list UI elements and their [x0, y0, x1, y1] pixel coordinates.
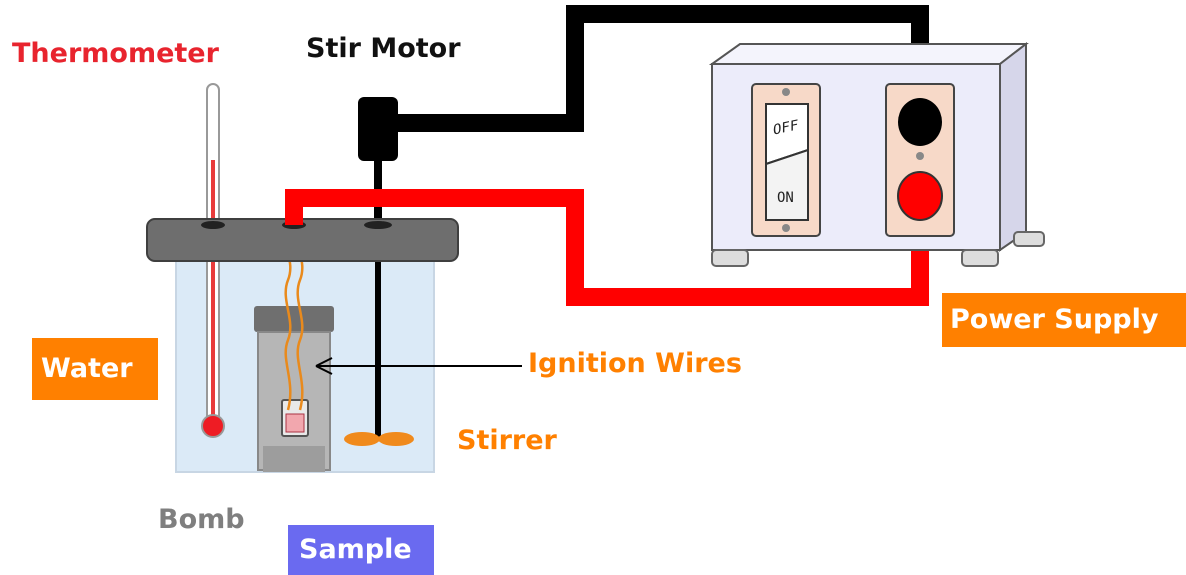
water-label-box: Water	[32, 338, 158, 400]
stirrer	[344, 225, 414, 446]
stir-motor-label: Stir Motor	[306, 33, 461, 64]
power-outlets	[885, 83, 955, 237]
water-label: Water	[41, 353, 133, 384]
bomb-label: Bomb	[158, 504, 245, 535]
bomb-vessel	[254, 306, 334, 472]
red-power-wire	[285, 189, 929, 306]
calorimeter-lid	[146, 218, 459, 262]
power-supply-label-box: Power Supply	[942, 293, 1186, 347]
sample-cup	[281, 399, 309, 437]
sample-label-box: Sample	[288, 525, 434, 575]
ignition-wires-label: Ignition Wires	[528, 348, 742, 379]
sample-label: Sample	[299, 534, 412, 565]
stir-motor	[358, 97, 398, 228]
ignition-wires-arrow	[315, 357, 522, 375]
switch-on-label: ON	[777, 190, 794, 206]
thermometer-label: Thermometer	[12, 38, 219, 69]
power-supply-label: Power Supply	[950, 304, 1159, 335]
power-switch	[751, 83, 821, 237]
stirrer-label: Stirrer	[457, 425, 557, 456]
